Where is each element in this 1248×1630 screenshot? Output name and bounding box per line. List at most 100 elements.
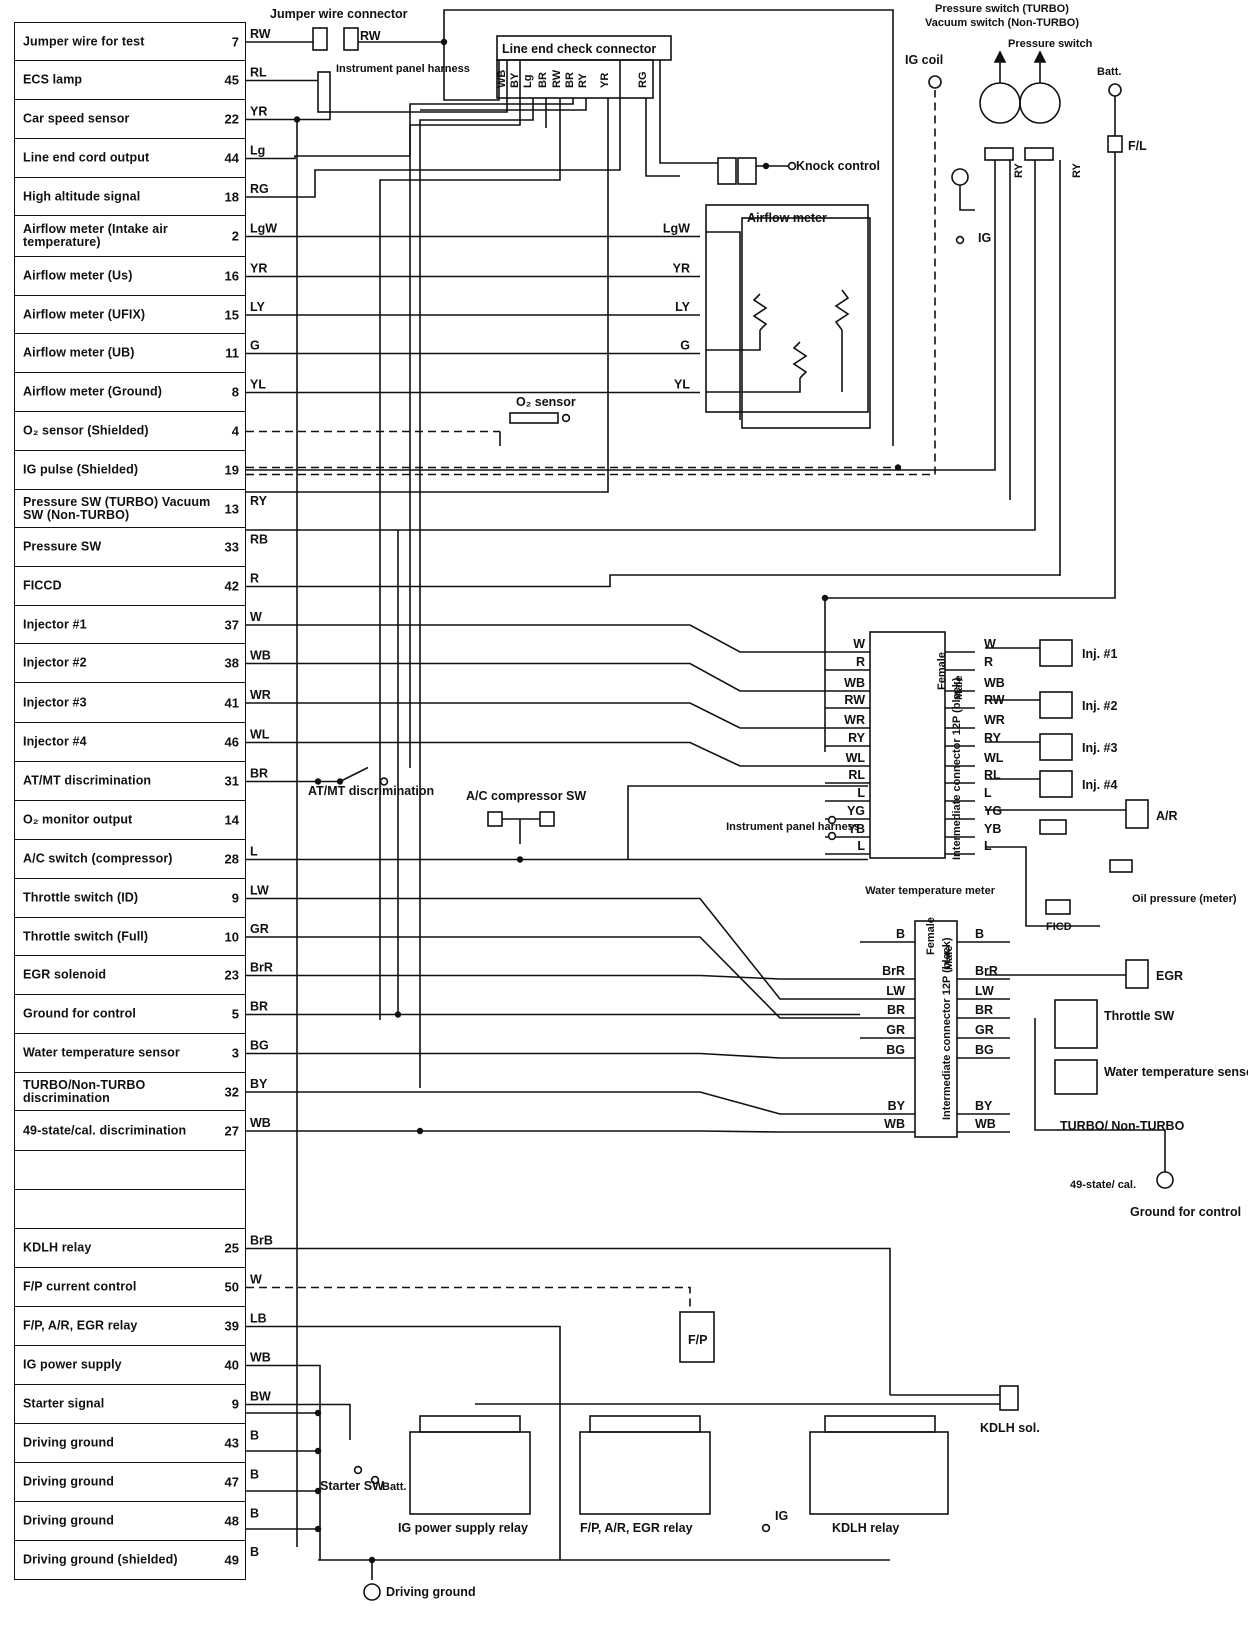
junction-dot xyxy=(314,1409,322,1417)
check-pin-label: RY xyxy=(577,72,589,88)
throttle-switch xyxy=(1054,999,1098,1049)
pressure-switch xyxy=(1019,82,1061,124)
male-label: Male xyxy=(953,676,965,700)
wire-color-label: YL xyxy=(250,378,266,392)
ic-pin-label: BY xyxy=(975,1099,993,1113)
wire xyxy=(706,231,741,420)
injector-label: Inj. #4 xyxy=(1082,778,1117,792)
wire-color-label: R xyxy=(250,572,259,586)
ar-relay xyxy=(1125,799,1149,829)
pin-number: 10 xyxy=(224,929,239,945)
jumper-connector-label: Jumper wire connector xyxy=(270,7,408,21)
injector xyxy=(1039,639,1073,667)
wire-color-label: W xyxy=(250,1273,262,1287)
pin-number: 4 xyxy=(231,423,239,439)
wire xyxy=(379,98,561,1020)
ic-pin-label: BG xyxy=(975,1043,994,1057)
ic-pin-label: RY xyxy=(984,731,1002,745)
wire-color-label: YR xyxy=(673,262,690,276)
check-pin-label: Lg xyxy=(522,75,534,88)
thermistor xyxy=(834,289,850,331)
wire-color-label: LW xyxy=(250,884,269,898)
fp-relay-label: F/P, A/R, EGR relay xyxy=(580,1521,693,1535)
pin-number: 47 xyxy=(224,1474,239,1490)
knock-connector xyxy=(717,157,737,185)
ic-pin-label: RW xyxy=(984,693,1005,707)
wire-color-label: B xyxy=(250,1507,259,1521)
pin-number: 11 xyxy=(225,345,239,361)
wire-color-label: LgW xyxy=(663,222,690,236)
pin-number: 14 xyxy=(224,812,239,828)
pin-label: Airflow meter (Intake air temperature) xyxy=(23,222,168,250)
pin-number: 42 xyxy=(224,578,239,594)
kdlh-relay-connector xyxy=(824,1415,936,1433)
pin-label: High altitude signal xyxy=(23,189,141,204)
wire xyxy=(246,574,1060,588)
pin-number: 28 xyxy=(224,851,239,867)
wire xyxy=(246,936,860,1019)
pin-number: 43 xyxy=(224,1435,239,1451)
wire-color-label: YR xyxy=(250,262,267,276)
wire-color-label: RG xyxy=(250,182,269,196)
pin-label: Driving ground xyxy=(23,1474,114,1489)
instrument-panel-harness-label: Instrument panel harness xyxy=(336,63,470,75)
fusible-link-label: F/L xyxy=(1128,139,1147,153)
junction-dot xyxy=(516,856,524,863)
pin-number: 8 xyxy=(231,384,239,400)
pin-row: Airflow meter (UFIX)15 xyxy=(14,295,246,335)
wire-color-label: G xyxy=(250,339,260,353)
ic-pin-label: WB xyxy=(844,676,865,690)
wire xyxy=(419,98,534,1088)
ic-pin-label: L xyxy=(857,786,865,800)
intermediate-connector-label: Intermediate connector 12P (black) xyxy=(941,937,953,1120)
wire-color-label: BrR xyxy=(250,961,273,975)
wire xyxy=(246,974,860,980)
wire xyxy=(246,160,1036,531)
wire-color-label: BY xyxy=(250,1077,268,1091)
terminal xyxy=(827,815,837,825)
intermediate-connector-1 xyxy=(869,631,946,859)
ic-pin-label: WR xyxy=(844,713,865,727)
wire xyxy=(246,160,996,471)
wire-color-label: YL xyxy=(674,378,690,392)
pin-number: 18 xyxy=(224,189,239,205)
pin-number: 38 xyxy=(224,655,239,671)
ground-for-control-label: Ground for control xyxy=(1130,1205,1241,1219)
pin-number: 19 xyxy=(224,462,239,478)
pin-label: O₂ sensor (Shielded) xyxy=(23,423,149,438)
ac-compressor-label: A/C compressor SW xyxy=(466,789,586,803)
ic-pin-label: BrR xyxy=(975,964,998,978)
pin-number: 39 xyxy=(224,1318,239,1334)
injector xyxy=(1039,691,1073,719)
ac-terminal xyxy=(487,811,503,827)
wire xyxy=(246,1091,860,1115)
pin-label: Airflow meter (UFIX) xyxy=(23,307,146,322)
ic-pin-label: R xyxy=(984,655,993,669)
fusible-link xyxy=(1107,135,1123,153)
wire-color-label: LgW xyxy=(250,222,277,236)
ic-pin-label: B xyxy=(896,927,905,941)
ac-terminal xyxy=(539,811,555,827)
wire-color-label: BR xyxy=(250,767,268,781)
driving-ground-label: Driving ground xyxy=(386,1585,476,1599)
wire xyxy=(246,624,825,653)
pin-number: 50 xyxy=(224,1279,239,1295)
wire-color-label: G xyxy=(680,339,690,353)
wire-color-label: YR xyxy=(250,105,267,119)
pin-label: Ground for control xyxy=(23,1006,136,1021)
wire-color-label: RL xyxy=(250,66,267,80)
pin-label: 49-state/cal. discrimination xyxy=(23,1123,187,1138)
wire-color-label: WR xyxy=(250,688,271,702)
pin-row: Throttle switch (ID)9 xyxy=(14,878,246,919)
water-temp-meter-label: Water temperature meter xyxy=(865,885,996,897)
egr-solenoid xyxy=(1125,959,1149,989)
pin-row: Pressure SW (TURBO) Vacuum SW (Non-TURBO… xyxy=(14,489,246,529)
wire xyxy=(246,897,860,1000)
ig-relay-label: IG power supply relay xyxy=(398,1521,528,1535)
terminal xyxy=(761,1523,771,1533)
